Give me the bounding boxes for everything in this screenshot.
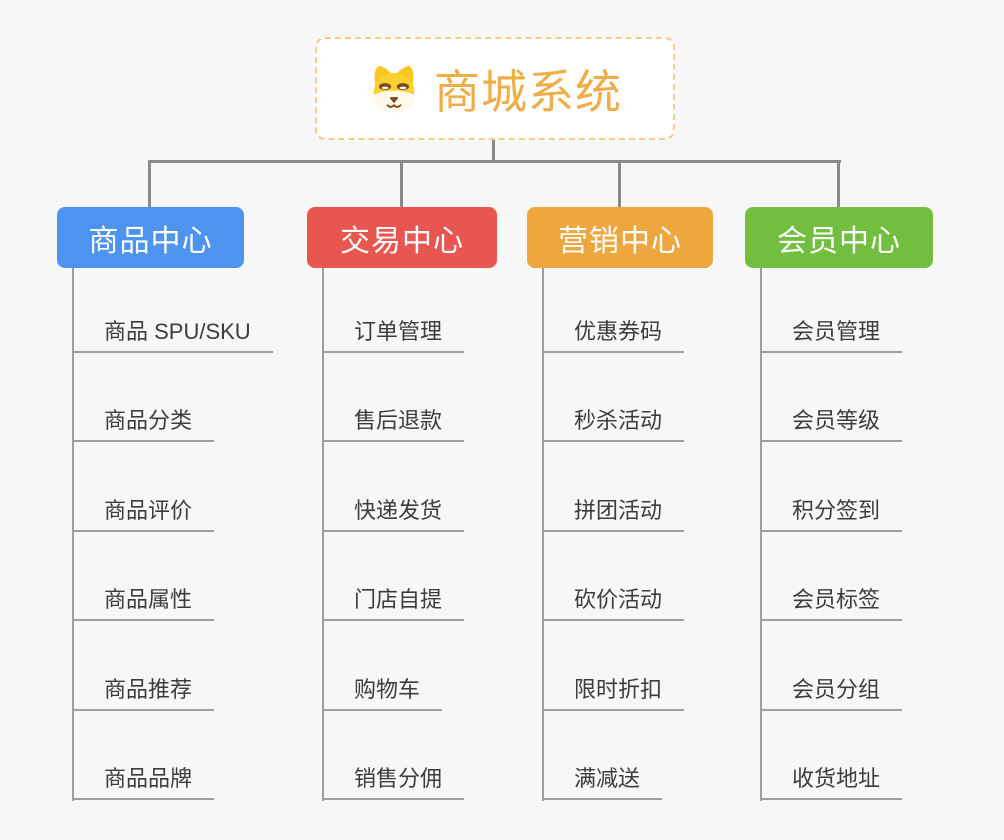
leaf-column-trade: 订单管理 售后退款 快递发货 门店自提 购物车 销售分佣 <box>322 317 465 800</box>
connector-horizontal <box>148 160 841 163</box>
leaf-node[interactable]: 快递发货 <box>322 496 465 532</box>
leaf-node[interactable]: 会员分组 <box>760 675 903 711</box>
leaf-column-product: 商品 SPU/SKU 商品分类 商品评价 商品属性 商品推荐 商品品牌 <box>72 317 273 800</box>
leaf-column-member: 会员管理 会员等级 积分签到 会员标签 会员分组 收货地址 <box>760 317 903 800</box>
leaf-node[interactable]: 收货地址 <box>760 764 903 800</box>
leaf-column-marketing: 优惠券码 秒杀活动 拼团活动 砍价活动 限时折扣 满减送 <box>542 317 685 800</box>
root-title: 商城系统 <box>434 65 622 118</box>
root-node-mall-system[interactable]: 商城系统 <box>315 37 675 140</box>
branch-header-trade-center[interactable]: 交易中心 <box>307 207 497 268</box>
leaf-node[interactable]: 积分签到 <box>760 496 903 532</box>
connector-drop-1 <box>148 160 151 208</box>
leaf-node[interactable]: 限时折扣 <box>542 675 685 711</box>
branch-trunk-4 <box>760 268 762 801</box>
connector-drop-2 <box>400 160 403 208</box>
leaf-node[interactable]: 商品分类 <box>72 406 215 443</box>
branch-header-product-center[interactable]: 商品中心 <box>57 207 244 268</box>
leaf-node[interactable]: 砍价活动 <box>542 585 685 622</box>
leaf-node[interactable]: 会员等级 <box>760 406 903 443</box>
leaf-node[interactable]: 订单管理 <box>322 317 465 353</box>
connector-drop-4 <box>837 160 840 208</box>
leaf-node[interactable]: 拼团活动 <box>542 496 685 532</box>
branch-header-marketing-center[interactable]: 营销中心 <box>527 207 713 268</box>
connector-root-stub <box>492 140 495 162</box>
leaf-node[interactable]: 会员管理 <box>760 317 903 353</box>
leaf-node[interactable]: 销售分佣 <box>322 764 465 800</box>
leaf-node[interactable]: 秒杀活动 <box>542 406 685 443</box>
branch-trunk-1 <box>72 268 74 801</box>
leaf-node[interactable]: 会员标签 <box>760 585 903 622</box>
leaf-node[interactable]: 商品评价 <box>72 496 215 532</box>
leaf-node[interactable]: 满减送 <box>542 764 663 800</box>
branch-trunk-2 <box>322 268 324 801</box>
leaf-node[interactable]: 售后退款 <box>322 406 465 443</box>
leaf-node[interactable]: 商品品牌 <box>72 764 215 800</box>
branch-header-member-center[interactable]: 会员中心 <box>745 207 933 268</box>
leaf-node[interactable]: 商品推荐 <box>72 675 215 711</box>
branch-trunk-3 <box>542 268 544 801</box>
leaf-node[interactable]: 购物车 <box>322 675 443 711</box>
dog-icon <box>373 65 415 113</box>
connector-drop-3 <box>618 160 621 208</box>
leaf-node[interactable]: 优惠券码 <box>542 317 685 353</box>
leaf-node[interactable]: 商品 SPU/SKU <box>72 317 273 353</box>
leaf-node[interactable]: 门店自提 <box>322 585 465 622</box>
leaf-node[interactable]: 商品属性 <box>72 585 215 622</box>
